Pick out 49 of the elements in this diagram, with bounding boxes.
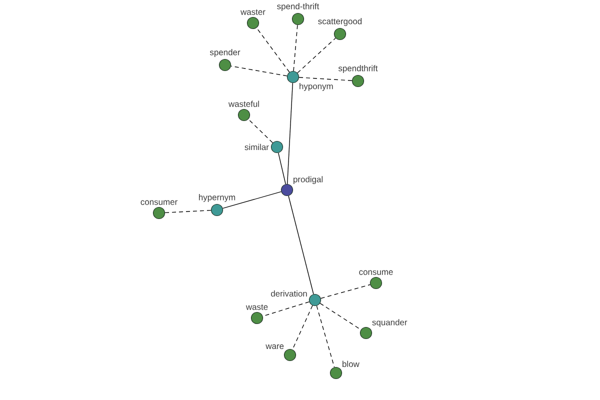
graph-node: spender <box>208 48 242 72</box>
connector-line <box>293 24 298 72</box>
connector-line <box>256 28 290 72</box>
connector-line <box>230 66 288 76</box>
node-label: derivation <box>271 290 307 297</box>
node-label: blow <box>342 360 360 368</box>
node-label: consumer <box>140 200 178 205</box>
graph-node: hypernym <box>198 193 236 216</box>
graph-node: consumer <box>140 200 178 220</box>
graph-node: scattergood <box>317 17 363 40</box>
graph-node: blow <box>330 360 360 380</box>
graph-node: similar <box>244 140 284 154</box>
connector-line <box>262 301 310 317</box>
node-label: ware <box>266 344 284 350</box>
graph-node: waster <box>240 8 266 30</box>
graph-node: derivation <box>270 290 322 306</box>
connector-line <box>248 118 274 144</box>
connector-line <box>292 305 313 350</box>
node-label: spend-thrift <box>277 3 320 11</box>
graph-node: consume <box>358 270 394 290</box>
connector-line <box>297 38 336 74</box>
node-label: spender <box>210 49 240 57</box>
graph-node: prodigal <box>280 175 324 196</box>
node-label: waste <box>246 304 268 310</box>
graph-node: hyponym <box>286 70 334 92</box>
node-label: waster <box>240 9 266 15</box>
connector-line <box>320 284 371 299</box>
connector-line <box>298 77 352 81</box>
connector-line <box>288 196 314 294</box>
node-label: similar <box>244 144 269 150</box>
connector-line <box>316 305 335 368</box>
node-label: hyponym <box>300 82 333 91</box>
connector-line <box>320 302 362 330</box>
node-label: scattergood <box>318 18 362 26</box>
graph-node: spendthrift <box>337 64 379 88</box>
node-label: squander <box>372 319 408 328</box>
connector-line <box>164 210 212 214</box>
graph-node: wasteful <box>228 100 260 122</box>
node-label: spendthrift <box>338 65 378 73</box>
connector-line <box>278 152 286 184</box>
graph-node: ware <box>264 344 296 362</box>
node-label: consume <box>359 270 393 275</box>
node-label: wasteful <box>228 100 259 107</box>
node-label: prodigal <box>294 176 323 184</box>
connector-line <box>286 82 294 184</box>
connector-line <box>222 191 282 209</box>
node-label: hypernym <box>199 194 236 202</box>
graph-node: squander <box>360 318 408 340</box>
graph-node: waste <box>245 304 269 324</box>
